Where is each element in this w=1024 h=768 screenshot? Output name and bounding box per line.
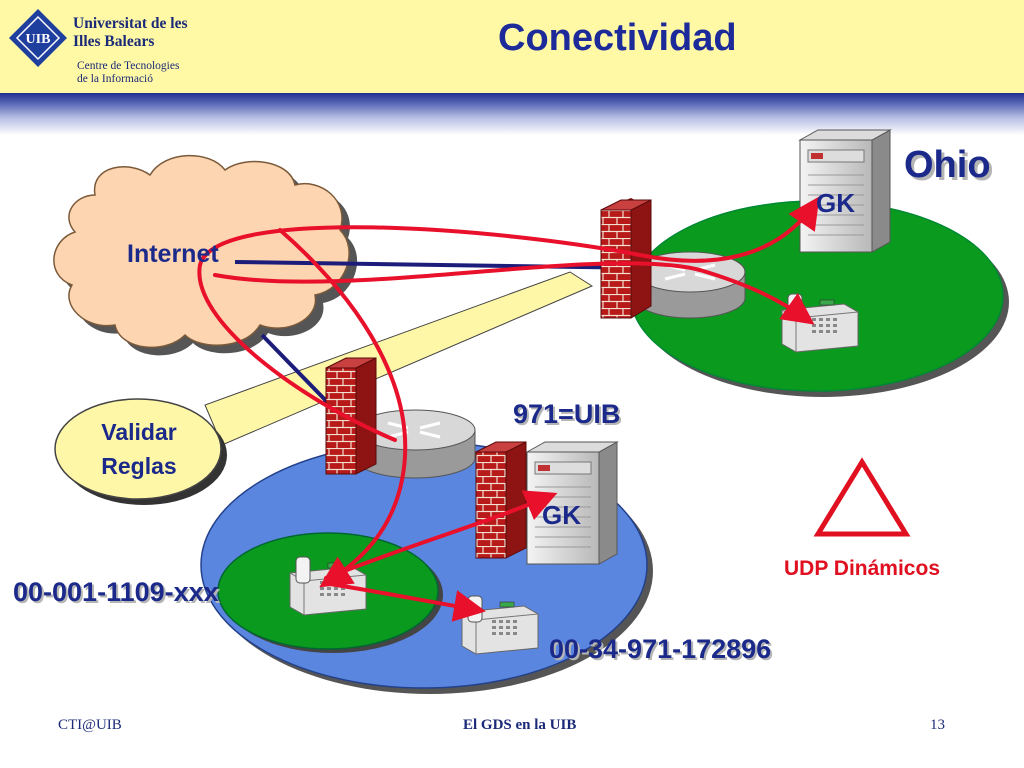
university-line-2: Illes Balears [73, 33, 155, 50]
arrow-phone-to-phone [328, 582, 486, 622]
page-title: Conectividad [498, 17, 737, 59]
uib-gk-label: GK [542, 500, 581, 530]
uib-logo: UIB [9, 9, 67, 67]
internet-label: Internet [127, 240, 219, 268]
link-internet-uib [260, 333, 337, 412]
internet-cloud [53, 154, 358, 356]
header-gradient-band [0, 93, 1024, 135]
footer-left: CTI@UIB [58, 717, 122, 733]
ohio-label: Ohio [904, 144, 991, 186]
arrow-internet-to-uib-phone [278, 228, 408, 588]
arrow-uib-to-ohio-gk [197, 196, 820, 442]
call-flow-arrows [197, 196, 820, 622]
number-right-label: 00-34-971-172896 [549, 634, 771, 664]
number-left-label: 00-001-1109-xxx [13, 577, 219, 607]
warning-label: UDP Dinámicos [784, 557, 940, 580]
ohio-firewall [600, 198, 652, 319]
number-left-label-shadow: 00-001-1109-xxx [15, 579, 221, 609]
ohio-router [634, 251, 746, 319]
footer-center: El GDS en la UIB [463, 717, 577, 733]
slide-number: 13 [930, 717, 945, 733]
prefix-label: 971=UIB [513, 399, 620, 429]
centre-line-2: de la Informació [77, 73, 153, 85]
university-name: Universitat de les Illes Balears [73, 15, 188, 51]
arrow-internet-to-ohio-phone [213, 261, 815, 325]
arrow-phone-to-gk [324, 490, 558, 580]
ohio-gk-server [798, 129, 892, 253]
logo-text: UIB [26, 32, 51, 47]
ohio-label-shadow: Ohio [907, 147, 994, 189]
centre-line-1: Centre de Tecnologies [77, 60, 180, 72]
ohio-gk-label: GK [816, 188, 855, 218]
header-bar [0, 0, 1024, 93]
number-right-label-shadow: 00-34-971-172896 [551, 636, 773, 666]
university-line-1: Universitat de les [73, 15, 188, 32]
prefix-label-shadow: 971=UIB [515, 401, 622, 431]
callout-text-line-2: Reglas [101, 453, 176, 479]
callout-text-line-1: Validar [101, 419, 176, 445]
uib-firewall-inner [475, 441, 527, 559]
centre-name: Centre de Tecnologies de la Informació [77, 60, 179, 86]
warning-triangle-icon [813, 457, 911, 537]
uib-firewall-outer [325, 357, 377, 475]
callout-bubble [54, 398, 222, 500]
link-internet-ohio [234, 260, 651, 270]
